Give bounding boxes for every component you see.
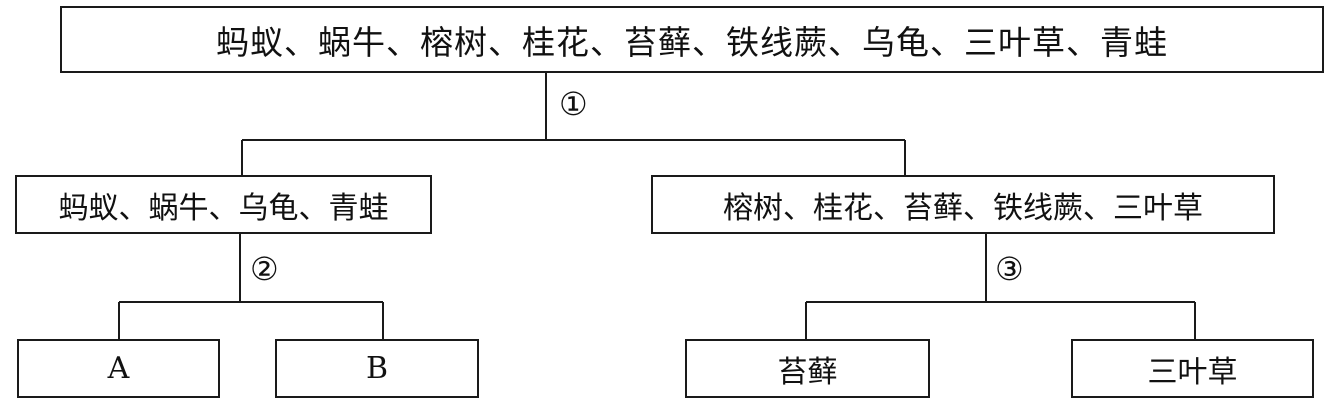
group-b-box: B xyxy=(275,339,479,398)
plants-group-box: 榕树、桂花、苔藓、铁线蕨、三叶草 xyxy=(651,175,1275,234)
animals-group-text: 蚂蚁、蜗牛、乌龟、青蛙 xyxy=(58,190,389,226)
animals-group-box: 蚂蚁、蜗牛、乌龟、青蛙 xyxy=(15,175,432,234)
root-organism-box: 蚂蚁、蜗牛、榕树、桂花、苔藓、铁线蕨、乌龟、三叶草、青蛙 xyxy=(60,6,1324,73)
step-2-label: ② xyxy=(250,250,279,288)
clover-text: 三叶草 xyxy=(1147,354,1238,390)
step-3-label: ③ xyxy=(995,250,1024,288)
moss-box: 苔藓 xyxy=(685,339,930,398)
step-1-label: ① xyxy=(559,85,588,123)
group-b-text: B xyxy=(365,351,389,386)
root-organism-text: 蚂蚁、蜗牛、榕树、桂花、苔藓、铁线蕨、乌龟、三叶草、青蛙 xyxy=(216,22,1168,62)
moss-text: 苔藓 xyxy=(777,354,838,390)
clover-box: 三叶草 xyxy=(1071,339,1314,398)
group-a-text: A xyxy=(107,351,130,386)
plants-group-text: 榕树、桂花、苔藓、铁线蕨、三叶草 xyxy=(723,190,1203,226)
group-a-box: A xyxy=(17,339,220,398)
